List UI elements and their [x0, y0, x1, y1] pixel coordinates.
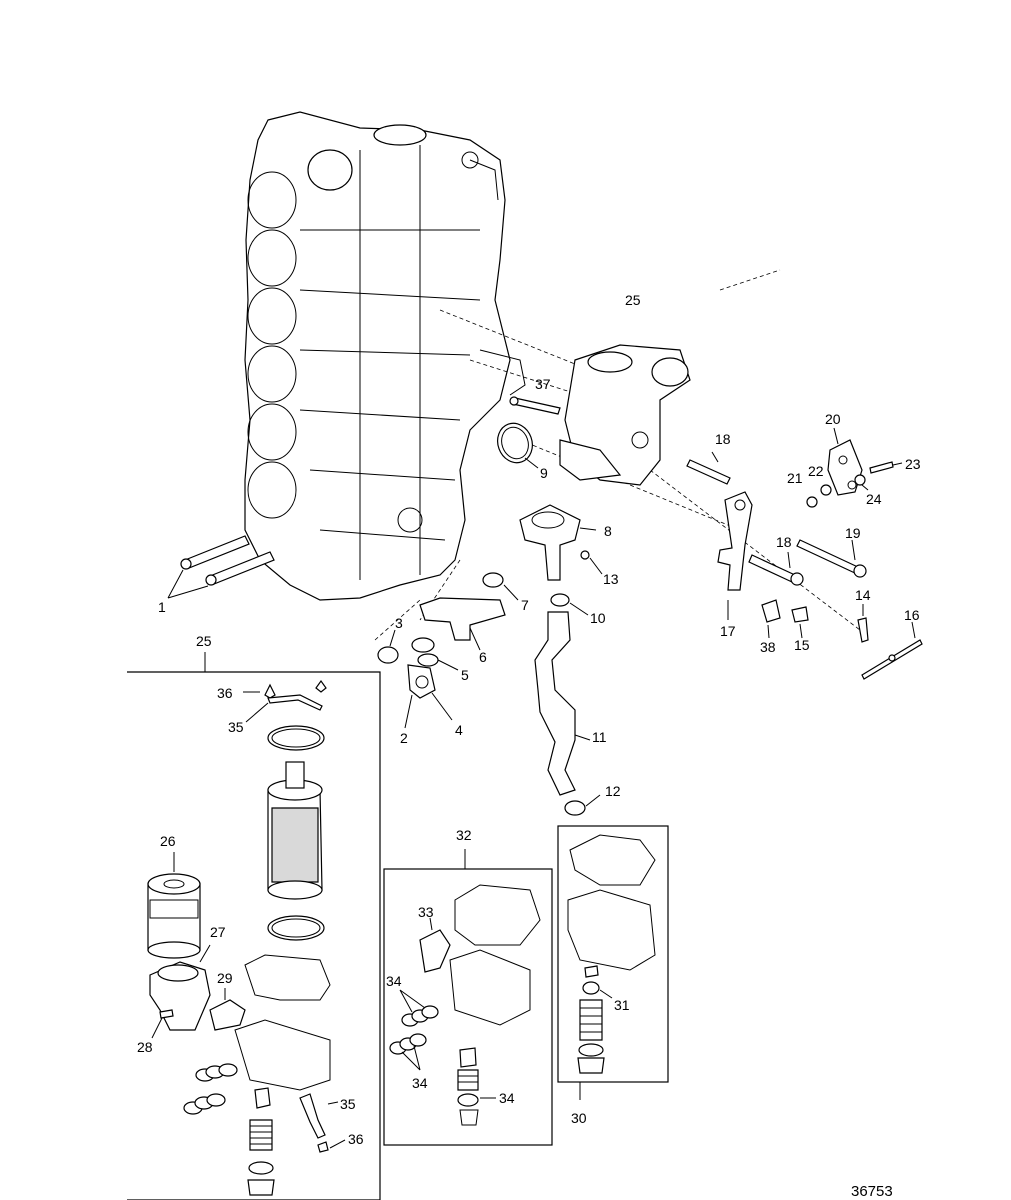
callout-25-top: 25 [625, 292, 641, 308]
callout-29: 29 [217, 970, 233, 986]
fitting-14 [857, 604, 869, 643]
kit-box-32 [383, 849, 553, 1146]
washer-10 [550, 593, 589, 616]
callout-36-upper: 36 [217, 685, 233, 701]
callout-23: 23 [905, 456, 921, 472]
bolt-18-upper [686, 451, 731, 485]
o-ring-7 [482, 572, 519, 601]
callout-3: 3 [395, 615, 403, 631]
callout-12: 12 [605, 783, 621, 799]
bolt-19 [796, 539, 867, 578]
callout-14: 14 [855, 587, 871, 603]
callout-10: 10 [590, 610, 606, 626]
water-separating-fuel-filter-assembly [559, 344, 691, 486]
fitting-2-4 [404, 664, 453, 729]
washer-5 [411, 637, 459, 671]
callout-22: 22 [808, 463, 824, 479]
callout-31: 31 [614, 997, 630, 1013]
gasket-20 [827, 427, 863, 496]
callout-32: 32 [456, 827, 472, 843]
callout-27: 27 [210, 924, 226, 940]
hose-11 [534, 611, 591, 796]
kit-box-25 [127, 652, 381, 1200]
bolt-18-lower [748, 551, 804, 586]
callout-9: 9 [540, 465, 548, 481]
callout-6: 6 [479, 649, 487, 665]
bracket-17 [717, 491, 753, 620]
screw-23 [869, 461, 903, 474]
seal-3 [377, 629, 399, 664]
callout-labels: 1 2 3 4 5 6 7 8 9 10 11 12 13 14 15 16 1… [137, 292, 921, 1200]
callout-17: 17 [720, 623, 736, 639]
callout-21: 21 [787, 470, 803, 486]
callout-35-upper: 35 [228, 719, 244, 735]
callout-28: 28 [137, 1039, 153, 1055]
callout-33: 33 [418, 904, 434, 920]
block-bolts [167, 535, 275, 599]
callout-38: 38 [760, 639, 776, 655]
seal-24 [854, 474, 869, 491]
washer-22 [820, 484, 832, 496]
fitting-6 [419, 597, 506, 651]
clip-15 [791, 606, 809, 639]
callout-34-right: 34 [499, 1090, 515, 1106]
elbow-fitting-8 [519, 504, 597, 581]
callout-20: 20 [825, 411, 841, 427]
callout-25-box: 25 [196, 633, 212, 649]
callout-4: 4 [455, 722, 463, 738]
screw-13 [580, 550, 603, 575]
cable-tie-16 [861, 621, 923, 680]
engine-block [244, 111, 526, 601]
callout-13: 13 [603, 571, 619, 587]
kit-box-30 [557, 825, 669, 1100]
clip-38 [761, 599, 781, 639]
callout-26: 26 [160, 833, 176, 849]
callout-5: 5 [461, 667, 469, 683]
callout-11: 11 [592, 729, 607, 745]
callout-24: 24 [866, 491, 882, 507]
callout-2: 2 [400, 730, 408, 746]
callout-7: 7 [521, 597, 529, 613]
figure-reference-number: 36753 [851, 1183, 893, 1200]
callout-15: 15 [794, 637, 810, 653]
callout-16: 16 [904, 607, 920, 623]
bolt-37 [509, 396, 561, 415]
callout-35-lower: 35 [340, 1096, 356, 1112]
callout-36-lower: 36 [348, 1131, 364, 1147]
callout-37: 37 [535, 376, 551, 392]
callout-8: 8 [604, 523, 612, 539]
callout-18-lower: 18 [776, 534, 792, 550]
o-ring-9 [497, 422, 539, 469]
callout-34-lower: 34 [412, 1075, 428, 1091]
callout-34-upper: 34 [386, 973, 402, 989]
callout-18-upper: 18 [715, 431, 731, 447]
callout-19: 19 [845, 525, 861, 541]
clamp-12 [564, 794, 601, 816]
guide-lines [374, 269, 861, 641]
nut-21 [806, 496, 818, 508]
callout-1: 1 [158, 599, 166, 615]
callout-30: 30 [571, 1110, 587, 1126]
